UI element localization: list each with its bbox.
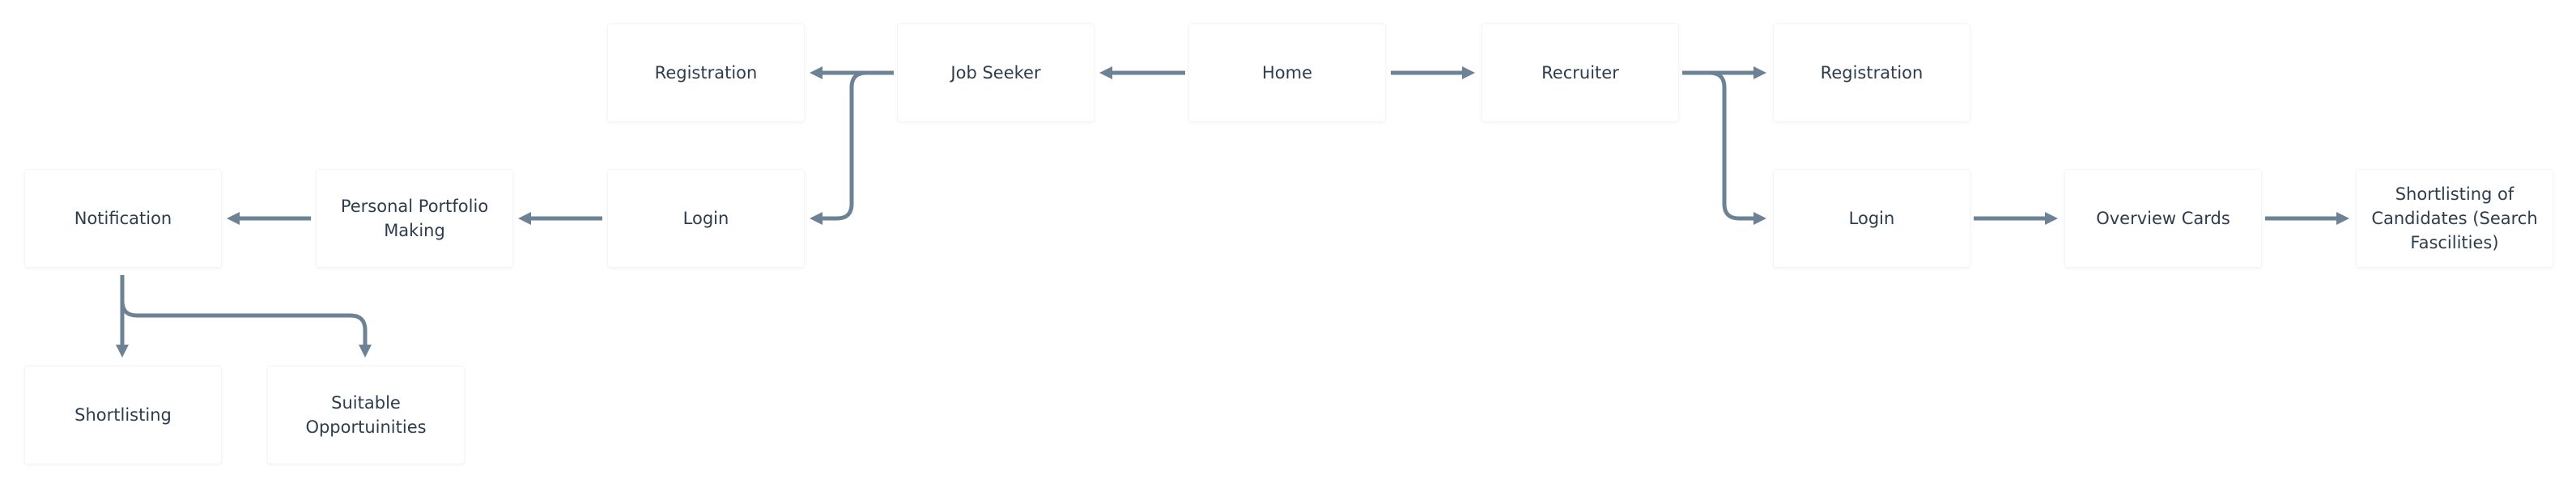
- arrowhead: [227, 212, 240, 225]
- node-overview-cards[interactable]: Overview Cards: [2064, 169, 2262, 268]
- node-recruiter[interactable]: Recruiter: [1481, 23, 1679, 122]
- node-recruiter-login[interactable]: Login: [1773, 169, 1970, 268]
- arrowhead: [810, 212, 823, 225]
- node-job-seeker[interactable]: Job Seeker: [897, 23, 1095, 122]
- node-suitable-opportunities[interactable]: Suitable Opportuinities: [267, 366, 465, 464]
- arrowhead: [2045, 212, 2058, 225]
- node-recruiter-login-label: Login: [1848, 209, 1895, 228]
- edge-notification-to-opportunities: [120, 275, 368, 346]
- node-recruiter-label: Recruiter: [1541, 63, 1619, 83]
- arrowhead: [1099, 66, 1112, 79]
- arrowhead: [1753, 66, 1766, 79]
- node-personal-portfolio-label: Personal Portfolio Making: [340, 197, 489, 240]
- node-home-label: Home: [1261, 63, 1312, 83]
- edge-recruiter-to-login: [1682, 70, 1755, 221]
- node-job-seeker-registration-label: Registration: [654, 63, 758, 83]
- node-personal-portfolio[interactable]: Personal Portfolio Making: [316, 169, 513, 268]
- arrowhead: [116, 345, 129, 358]
- node-job-seeker-login-label: Login: [682, 209, 729, 228]
- node-job-seeker-label: Job Seeker: [950, 63, 1041, 83]
- arrowhead: [810, 66, 823, 79]
- arrowhead: [359, 345, 372, 358]
- node-job-seeker-login[interactable]: Login: [607, 169, 805, 268]
- node-shortlisting-of-candidates[interactable]: Shortlisting of Candidates (Search Fasci…: [2356, 169, 2553, 268]
- node-recruiter-registration[interactable]: Registration: [1773, 23, 1970, 122]
- arrowhead: [518, 212, 531, 225]
- node-shortlisting-label: Shortlisting: [74, 405, 172, 425]
- node-shortlisting[interactable]: Shortlisting: [24, 366, 222, 464]
- node-home[interactable]: Home: [1188, 23, 1386, 122]
- edge-job-seeker-to-login: [821, 70, 894, 221]
- node-suitable-opportunities-label: Suitable Opportuinities: [305, 393, 427, 437]
- arrowhead: [1753, 212, 1766, 225]
- node-notification-label: Notification: [74, 209, 172, 228]
- node-notification[interactable]: Notification: [24, 169, 222, 268]
- arrowhead: [1462, 66, 1475, 79]
- node-recruiter-registration-label: Registration: [1820, 63, 1923, 83]
- node-shortlisting-of-candidates-label: Shortlisting of Candidates (Search Fasci…: [2371, 184, 2538, 252]
- node-job-seeker-registration[interactable]: Registration: [607, 23, 805, 122]
- node-overview-cards-label: Overview Cards: [2096, 209, 2230, 228]
- arrowhead: [2336, 212, 2349, 225]
